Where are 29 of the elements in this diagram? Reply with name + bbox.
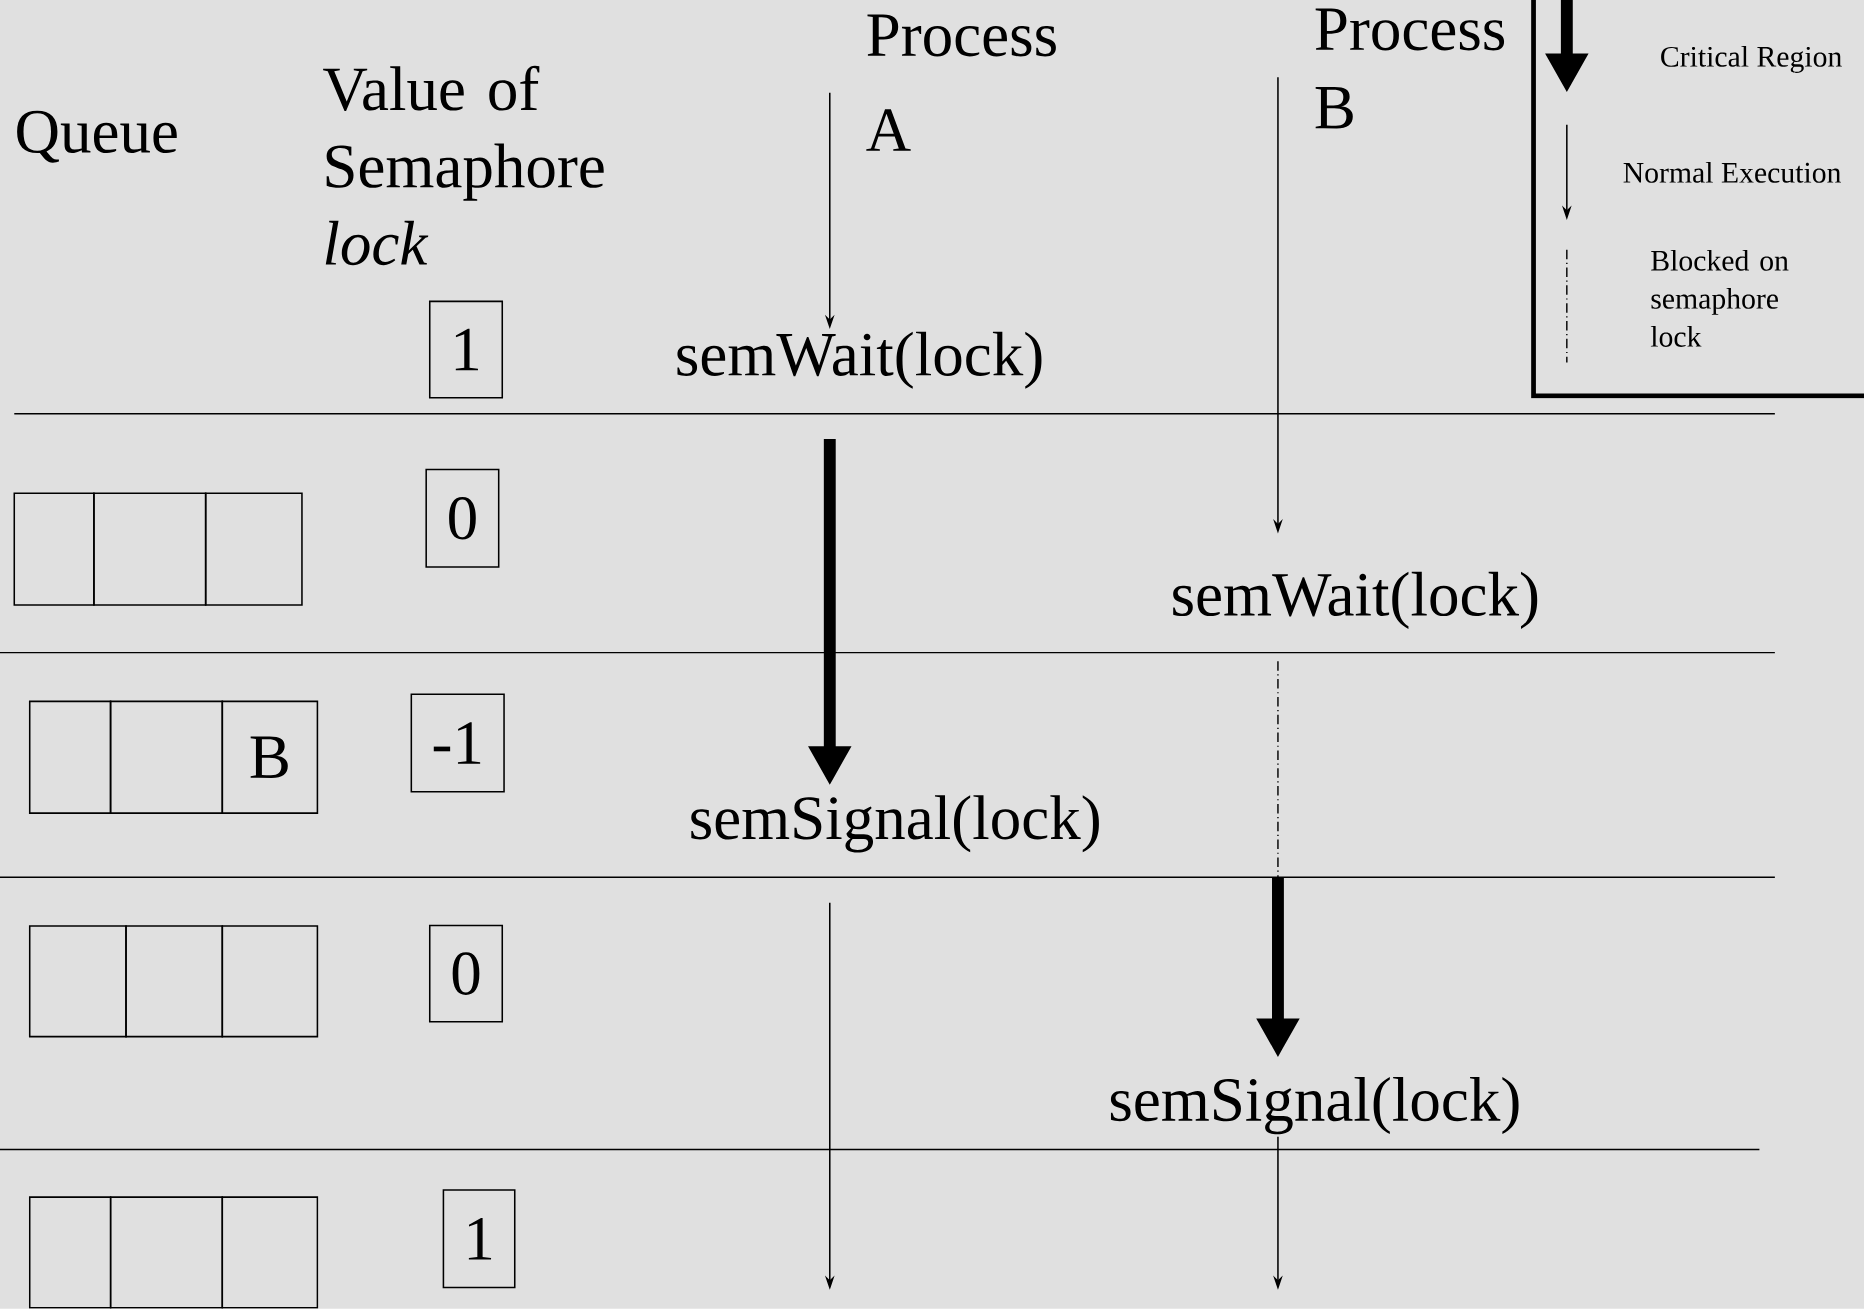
operation-label: semWait(lock) [1173,571,1538,629]
legend-text: Critical Region [1661,46,1842,74]
queue-cell [125,925,224,1038]
operation-label: semWait(lock) [677,331,1042,389]
queue-cell [109,1196,224,1309]
semaphore-value-box: 0 [428,924,504,1023]
legend-text: Normal Execution [1623,162,1841,183]
queue-cell [28,925,127,1038]
queue-cell [109,700,224,814]
queue-cell [221,1196,319,1309]
operation-label: semSignal(lock) [1110,1077,1519,1135]
queue-cell: B [221,700,319,814]
queue-cell [28,700,112,814]
semaphore-value-box: -1 [410,693,505,793]
queue-cell [221,925,319,1038]
process-heading: Process B [1315,8,1505,129]
queue-cell [204,492,303,606]
column-heading: Queue [17,110,177,163]
dash-dot-line [1277,660,1279,879]
queue-cell [28,1196,112,1309]
process-heading: Process A [866,14,1056,151]
legend-text: Blocked on semaphore lock [1650,249,1789,347]
semaphore-value-box: 0 [425,468,500,568]
semaphore-value-box: 1 [428,300,504,399]
semaphore-value-box: 1 [442,1189,516,1289]
queue-cell [93,492,207,606]
operation-label: semSignal(lock) [691,795,1099,853]
queue-cell [13,492,95,606]
column-heading: Value of Semaphore lock [323,65,604,266]
